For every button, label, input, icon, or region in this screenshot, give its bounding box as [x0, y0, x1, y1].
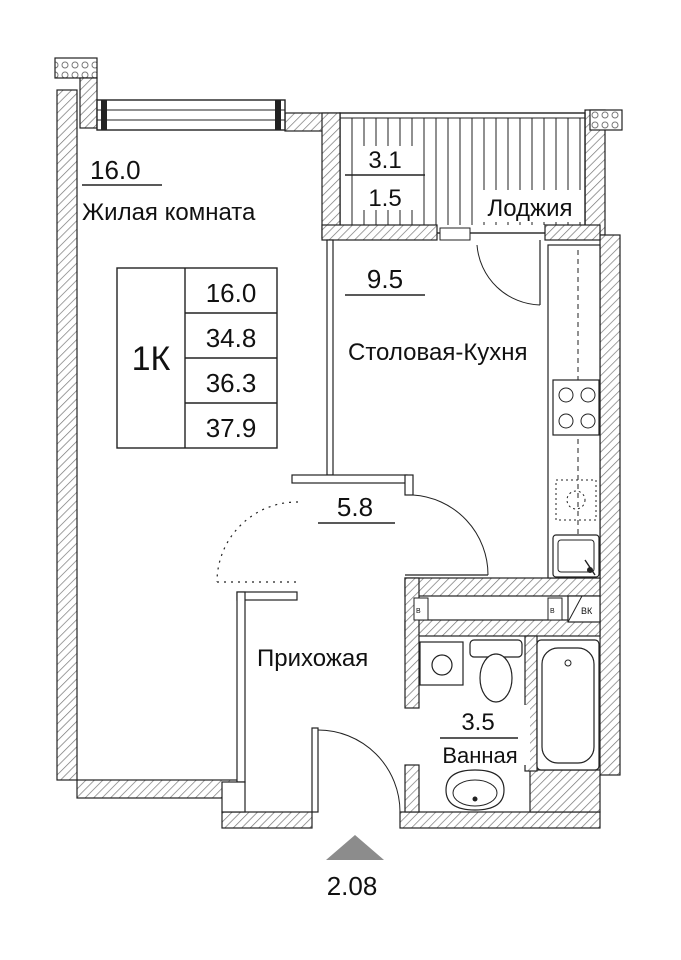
- bathtub-icon: [536, 639, 600, 771]
- living-room-area: 16.0: [90, 155, 141, 185]
- riser-label-2: В: [550, 608, 555, 615]
- living-room-labels: 16.0 Жилая комната: [82, 155, 256, 226]
- door-icon-hall: [405, 494, 489, 576]
- bath-name: Ванная: [442, 743, 517, 768]
- total-area-with-loggia-value: 36.3: [206, 368, 257, 398]
- gross-area-value: 37.9: [206, 413, 257, 443]
- window-icon: [96, 99, 286, 131]
- washing-machine-icon: [419, 641, 464, 686]
- loggia-area-reduced: 1.5: [368, 185, 401, 212]
- area-summary-table: 1К 16.0 34.8 36.3 37.9: [116, 267, 278, 449]
- riser-label-vk: ВК: [581, 606, 593, 616]
- hall-labels: 5.8 Прихожая: [257, 492, 395, 672]
- hall-area: 5.8: [337, 492, 373, 522]
- hall-name: Прихожая: [257, 645, 368, 672]
- riser-label-1: В: [416, 608, 421, 615]
- bath-labels: 3.5 Ванная: [430, 705, 530, 768]
- kitchen-labels: 9.5 Столовая-Кухня: [345, 264, 528, 366]
- total-area-value: 34.8: [206, 323, 257, 353]
- living-room-name: Жилая комната: [82, 199, 256, 226]
- washbasin-icon: [445, 769, 505, 811]
- dishwasher-icon: [555, 479, 597, 521]
- loggia-name: Лоджия: [487, 195, 572, 222]
- kitchen-name: Столовая-Кухня: [348, 339, 528, 366]
- door-icon: [476, 240, 541, 306]
- kitchen-area: 9.5: [367, 264, 403, 294]
- loggia-labels: 3.1 1.5 Лоджия: [345, 146, 584, 222]
- sink-icon: [552, 534, 600, 578]
- living-area-value: 16.0: [206, 278, 257, 308]
- apartment-type: 1К: [132, 340, 171, 378]
- entrance-arrow-icon: [326, 835, 384, 860]
- bath-area: 3.5: [461, 709, 494, 736]
- stove-icon: [552, 379, 600, 436]
- outer-walls: [54, 57, 623, 829]
- riser-block: В В ВК: [413, 595, 601, 623]
- toilet-icon: [469, 639, 523, 703]
- door-swing: [216, 501, 299, 583]
- entrance-label: 2.08: [327, 871, 378, 901]
- loggia-area-total: 3.1: [368, 147, 401, 174]
